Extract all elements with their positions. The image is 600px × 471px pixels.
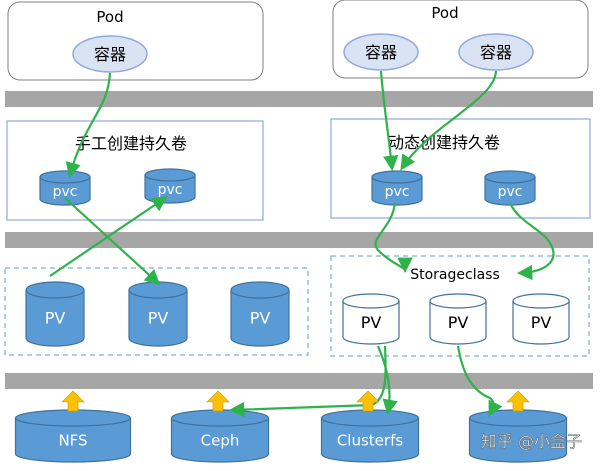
container-right-1: 容器 — [343, 33, 419, 71]
arrow-container-to-pvc-dynamic-1 — [379, 70, 399, 172]
pvc-manual-1: pvc — [39, 170, 91, 206]
arrow-pvc-to-storageclass-1 — [374, 202, 413, 274]
arrow-pvc-to-storageclass-2 — [508, 202, 555, 281]
pv-dynamic-1-label: PV — [361, 313, 382, 332]
pv-manual-2: PV — [128, 281, 188, 347]
storage-backend-3-label: Clusterfs — [337, 431, 404, 449]
gold-up-arrow-3 — [356, 390, 380, 412]
dynamic-pv-box: 动态创建持久卷 — [330, 118, 591, 219]
container-label: 容器 — [94, 45, 126, 64]
storage-backend-1-label: NFS — [58, 431, 87, 449]
separator-bar-3 — [5, 373, 593, 389]
container-label: 容器 — [365, 43, 397, 62]
pod-right-title: Pod — [431, 4, 458, 22]
gold-up-arrow-4 — [506, 390, 530, 412]
pod-left: Pod 容器 — [7, 1, 264, 81]
pv-manual-3: PV — [230, 281, 290, 347]
pod-left-title: Pod — [96, 8, 123, 26]
pvc-dynamic-1-label: pvc — [385, 184, 410, 200]
container-label: 容器 — [480, 43, 512, 62]
manual-pv-title: 手工创建持久卷 — [75, 134, 187, 153]
watermark: 知乎 @小盒子 — [481, 432, 582, 451]
pvc-manual-2-label: pvc — [158, 182, 183, 198]
pv-dynamic-2: PV — [429, 293, 487, 345]
pv-manual-1: PV — [25, 281, 85, 347]
arrow-pvc-to-pv-cross-2 — [64, 197, 161, 286]
gold-up-arrow-1 — [61, 390, 85, 412]
pv-dynamic-3-label: PV — [531, 313, 552, 332]
storage-backend-2-label: Ceph — [201, 431, 240, 449]
pv-manual-1-label: PV — [45, 309, 66, 328]
storage-backend-1: NFS — [14, 409, 132, 463]
pod-right: Pod 容器 容器 — [332, 0, 589, 79]
pvc-dynamic-2-label: pvc — [498, 184, 523, 200]
separator-bar-2 — [5, 232, 593, 248]
arrow-container-to-pvc-left — [65, 72, 112, 178]
arrow-container-to-pvc-dynamic-2 — [400, 70, 498, 171]
container-right-2: 容器 — [458, 33, 534, 71]
manual-pv-box: 手工创建持久卷 — [6, 120, 264, 221]
pvc-dynamic-2: pvc — [484, 170, 536, 206]
storage-backend-2: Ceph — [170, 409, 270, 463]
container-left: 容器 — [72, 35, 148, 73]
gold-up-arrow-2 — [206, 390, 230, 412]
pvc-dynamic-1: pvc — [371, 170, 423, 206]
arrow-pv-to-fourth-backend — [456, 345, 503, 417]
storageclass-label: Storageclass — [410, 267, 500, 283]
pv-dynamic-2-label: PV — [448, 313, 469, 332]
dynamic-pv-title: 动态创建持久卷 — [388, 133, 500, 152]
pvc-manual-2: pvc — [144, 168, 196, 204]
arrow-pv-to-clusterfs — [376, 345, 398, 416]
pvc-manual-1-label: pvc — [53, 184, 78, 200]
pv-dynamic-3: PV — [512, 293, 570, 345]
storage-backend-3: Clusterfs — [320, 409, 420, 463]
manual-pv-group — [4, 267, 309, 356]
pv-manual-3-label: PV — [250, 309, 271, 328]
pv-dynamic-1: PV — [342, 293, 400, 345]
separator-bar-1 — [5, 91, 593, 107]
pv-manual-2-label: PV — [148, 309, 169, 328]
